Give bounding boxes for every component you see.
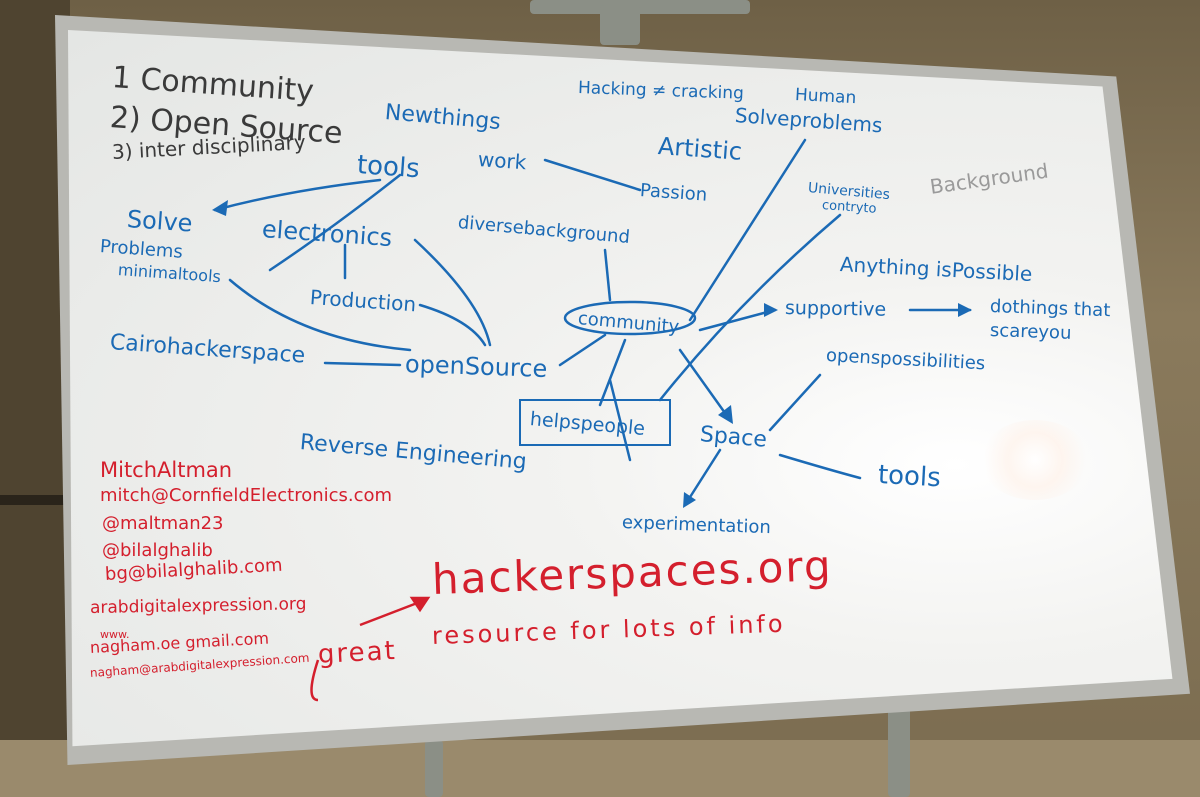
easel-leg-left — [425, 740, 443, 797]
arrow-passion-to-work — [543, 158, 642, 192]
node-supportive: supportive — [784, 297, 887, 321]
light-glare — [980, 420, 1090, 500]
arrow-community-to-helps — [598, 338, 627, 407]
community-circle — [563, 300, 697, 336]
whiteboard — [68, 30, 1173, 747]
red-arrowhead — [409, 596, 431, 613]
node-human: Human — [794, 85, 857, 109]
arrow-tools-to-minimaltools — [268, 173, 402, 272]
node-do-things: dothings that — [989, 296, 1111, 322]
contact-email-mitch: mitch@CornfieldElectronics.com — [100, 485, 393, 506]
node-work: work — [477, 147, 528, 175]
node-artistic: Artistic — [657, 132, 743, 166]
arrow-tools-to-solve — [213, 178, 382, 212]
arrow-problems-to-opensource — [228, 278, 412, 352]
arrow-community-to-solve — [688, 138, 807, 322]
node-tools-top: tools — [355, 150, 421, 185]
arrow-diverse-to-community — [603, 248, 612, 302]
arrow-opensource-to-community — [558, 333, 607, 367]
node-tools-bottom: tools — [877, 460, 942, 494]
contact-website-ade: arabdigitalexpression.org — [89, 594, 307, 618]
red-arrow-great-to-hackerspaces — [359, 598, 426, 627]
easel-leg-right — [888, 700, 910, 797]
node-solve: Solve — [126, 205, 194, 238]
arrowhead-dothings — [958, 303, 972, 317]
wall-trim — [0, 495, 70, 505]
node-open-source: openSource — [404, 350, 548, 383]
arrow-community-to-universities — [658, 213, 842, 402]
contact-twitter-mitch: @maltman23 — [102, 513, 224, 534]
arrow-cairo-to-opensource — [323, 361, 402, 367]
text-great: great — [317, 635, 398, 670]
arrow-space-to-tools — [778, 453, 862, 480]
arrow-helps-down — [608, 378, 632, 462]
node-scare-you: scareyou — [989, 320, 1072, 344]
arrow-electronics-to-opensource — [413, 238, 492, 347]
arrowhead-experimentation — [683, 492, 696, 508]
arrowhead-supportive — [764, 303, 778, 317]
arrowhead-space — [718, 405, 733, 424]
arrow-space-to-open — [768, 373, 822, 432]
contact-name: MitchAltman — [100, 458, 233, 482]
easel-top-clamp — [600, 5, 640, 45]
arrow-community-to-space — [678, 348, 732, 422]
arrow-space-to-experimentation — [683, 448, 722, 507]
helps-people-box — [519, 399, 671, 446]
arrow-community-to-supportive — [698, 308, 777, 332]
contact-www: www. — [100, 628, 130, 641]
arrowhead-solve — [212, 200, 228, 216]
red-bracket — [310, 659, 320, 702]
arrow-production-to-opensource — [418, 303, 487, 347]
contact-twitter-bilal: @bilalghalib — [102, 540, 213, 561]
easel-top-bar — [530, 0, 750, 14]
